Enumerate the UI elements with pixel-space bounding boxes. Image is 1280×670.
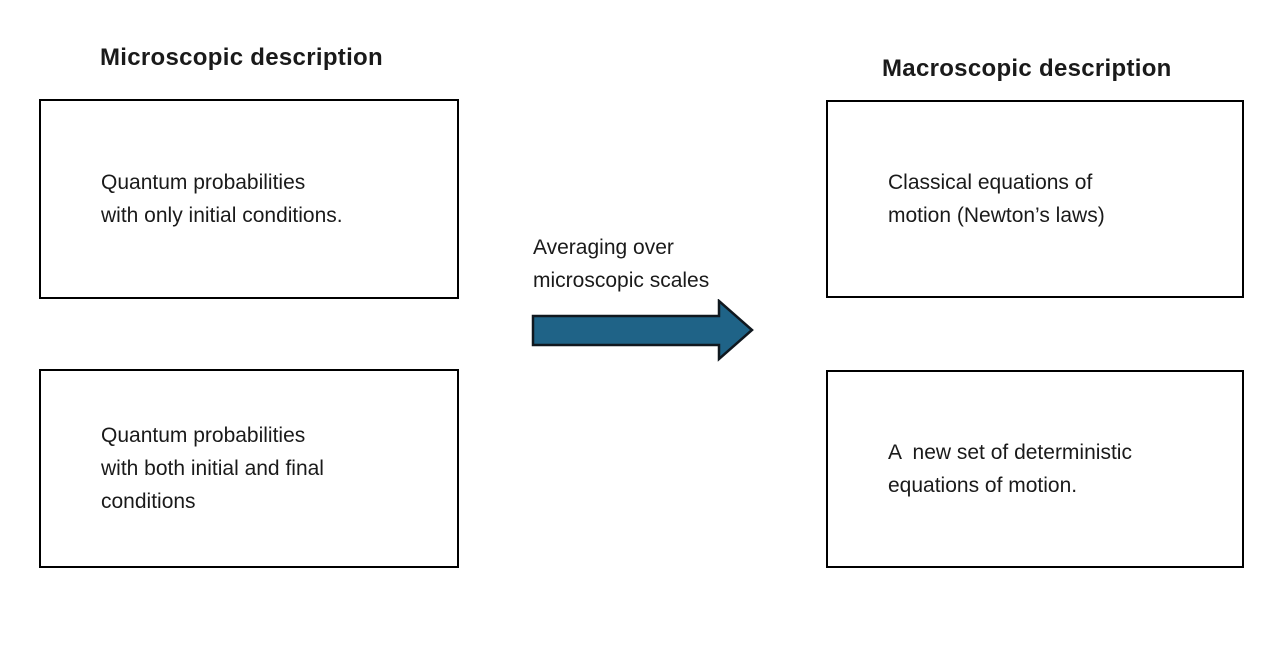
box-classical-equations-text: Classical equations of motion (Newton’s … — [888, 171, 1105, 227]
box-quantum-initial-final: Quantum probabilities with both initial … — [39, 369, 459, 568]
right-arrow-icon — [531, 299, 754, 362]
box-classical-equations: Classical equations of motion (Newton’s … — [826, 100, 1244, 298]
box-deterministic-equations: A new set of deterministic equations of … — [826, 370, 1244, 568]
box-quantum-initial-final-text: Quantum probabilities with both initial … — [101, 424, 324, 513]
microscopic-heading: Microscopic description — [100, 44, 383, 71]
box-deterministic-equations-text: A new set of deterministic equations of … — [888, 441, 1132, 497]
macroscopic-heading: Macroscopic description — [882, 55, 1172, 82]
box-quantum-initial-text: Quantum probabilities with only initial … — [101, 171, 343, 227]
transition-label: Averaging over microscopic scales — [533, 236, 710, 292]
right-arrow-shape — [531, 299, 754, 362]
box-quantum-initial: Quantum probabilities with only initial … — [39, 99, 459, 299]
